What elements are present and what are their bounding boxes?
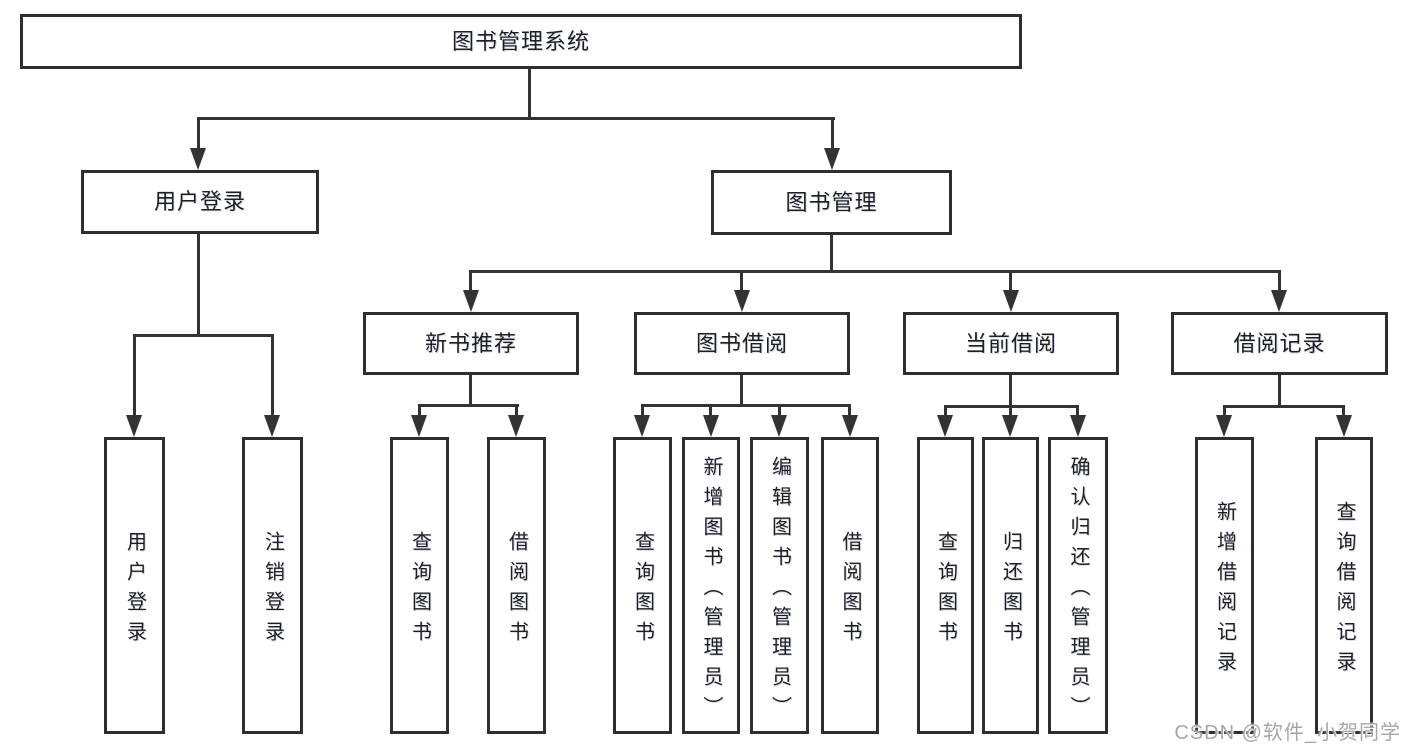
connector-vline — [133, 334, 136, 418]
leaf-current-confirm-return-admin: 确认归还（管理员） — [1048, 437, 1108, 734]
leaf-newrec-query-books: 查询图书 — [390, 437, 449, 734]
connector-vline — [1009, 375, 1012, 408]
node-new-book-recommend: 新书推荐 — [363, 312, 579, 375]
arrowhead-icon — [264, 415, 280, 437]
connector-vline — [1278, 270, 1281, 292]
arrowhead-icon — [937, 415, 953, 437]
connector-vline — [1342, 405, 1345, 418]
node-book-borrow: 图书借阅 — [634, 312, 850, 375]
connector-vline — [271, 334, 274, 418]
connector-vline — [830, 235, 833, 272]
leaf-logout: 注销登录 — [242, 437, 303, 734]
arrowhead-icon — [190, 148, 206, 170]
connector-vline — [831, 117, 834, 151]
connector-hline — [197, 117, 835, 120]
node-borrow-records: 借阅记录 — [1171, 312, 1388, 375]
leaf-current-query-books: 查询图书 — [917, 437, 974, 734]
leaf-current-return-books: 归还图书 — [982, 437, 1039, 734]
leaf-user-login: 用户登录 — [104, 437, 165, 734]
connector-hline — [469, 270, 1281, 273]
arrowhead-icon — [1070, 415, 1086, 437]
arrowhead-icon — [508, 415, 524, 437]
connector-vline — [469, 374, 472, 407]
arrowhead-icon — [1003, 290, 1019, 312]
arrowhead-icon — [1216, 415, 1232, 437]
connector-vline — [515, 404, 518, 418]
connector-vline — [740, 270, 743, 292]
arrowhead-icon — [771, 415, 787, 437]
node-current-borrow: 当前借阅 — [903, 312, 1119, 375]
connector-vline — [197, 233, 200, 337]
connector-vline — [944, 405, 947, 418]
node-book-management: 图书管理 — [711, 170, 952, 235]
leaf-newrec-borrow-books: 借阅图书 — [487, 437, 546, 734]
arrowhead-icon — [703, 415, 719, 437]
connector-vline — [848, 404, 851, 418]
csdn-watermark: CSDN @软件_小贺同学 — [1174, 722, 1401, 744]
arrowhead-icon — [1002, 415, 1018, 437]
connector-hline — [133, 334, 274, 337]
connector-vline — [641, 404, 644, 418]
connector-vline — [469, 270, 472, 292]
connector-vline — [418, 404, 421, 418]
connector-vline — [1223, 405, 1226, 418]
arrowhead-icon — [1336, 415, 1352, 437]
leaf-borrow-add-books-admin: 新增图书（管理员） — [682, 437, 740, 734]
leaf-borrow-edit-books-admin: 编辑图书（管理员） — [750, 437, 809, 734]
arrowhead-icon — [842, 415, 858, 437]
arrowhead-icon — [463, 290, 479, 312]
connector-vline — [740, 375, 743, 407]
arrowhead-icon — [126, 415, 142, 437]
node-root: 图书管理系统 — [20, 14, 1022, 69]
node-user-login: 用户登录 — [81, 170, 319, 234]
connector-hline — [418, 404, 519, 407]
connector-hline — [641, 404, 851, 407]
leaf-borrow-borrow-books: 借阅图书 — [821, 437, 879, 734]
arrowhead-icon — [824, 148, 840, 170]
connector-vline — [709, 404, 712, 418]
connector-vline — [528, 67, 531, 119]
leaf-records-query-borrow-record: 查询借阅记录 — [1315, 437, 1373, 734]
arrowhead-icon — [734, 290, 750, 312]
connector-vline — [778, 404, 781, 418]
connector-vline — [197, 117, 200, 151]
connector-hline — [1223, 405, 1345, 408]
arrowhead-icon — [411, 415, 427, 437]
connector-vline — [1009, 405, 1012, 418]
arrowhead-icon — [1271, 290, 1287, 312]
leaf-borrow-query-books: 查询图书 — [613, 437, 672, 734]
arrowhead-icon — [634, 415, 650, 437]
connector-vline — [1278, 375, 1281, 408]
leaf-records-add-borrow-record: 新增借阅记录 — [1195, 437, 1254, 734]
connector-vline — [1009, 270, 1012, 292]
connector-vline — [1076, 405, 1079, 418]
